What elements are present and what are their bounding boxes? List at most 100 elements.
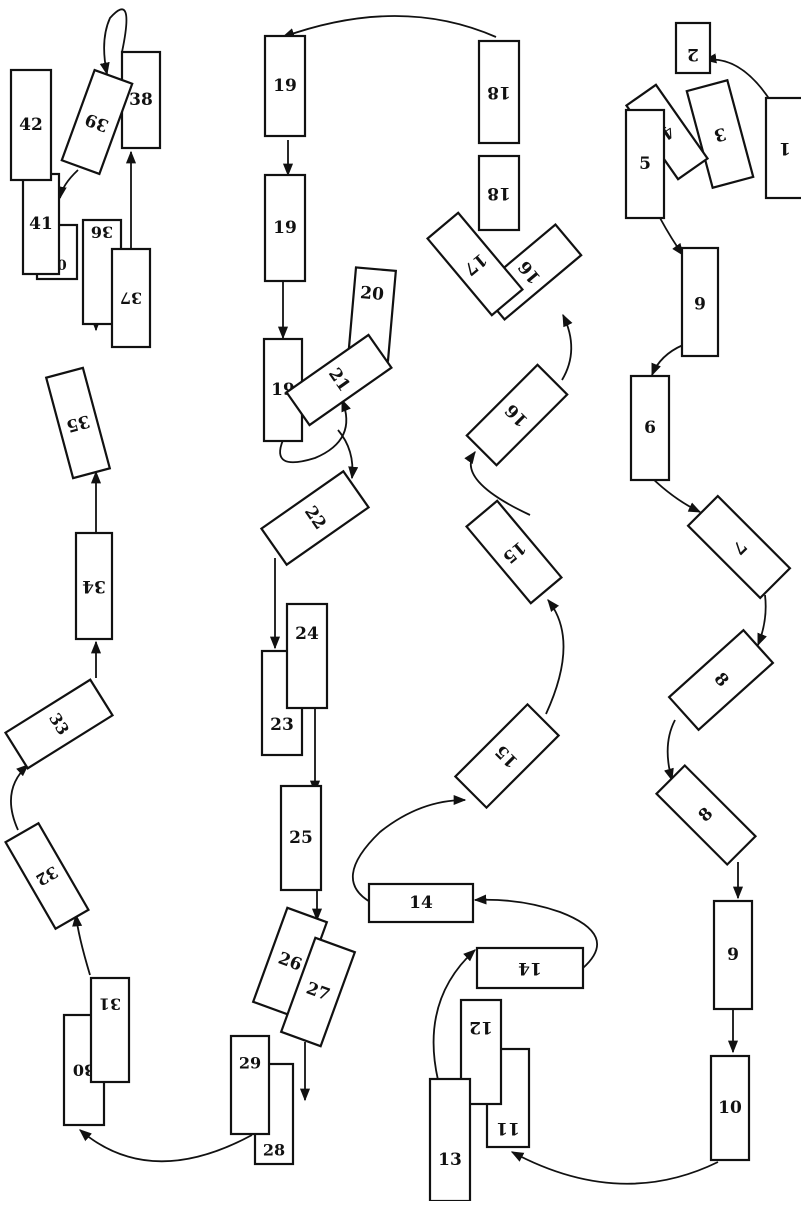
block-rect [285, 602, 329, 710]
block-label: 9 [727, 945, 739, 965]
block-35 [44, 366, 112, 480]
block-label: 5 [639, 154, 651, 174]
block-10 [709, 1054, 751, 1162]
block-label: 30 [73, 1061, 95, 1080]
block-rect [279, 936, 357, 1048]
block-29 [229, 1034, 271, 1136]
block-rect [9, 68, 53, 182]
block-label: 20 [359, 283, 384, 305]
block-rect [44, 366, 112, 480]
block-rect [110, 247, 152, 349]
block-label: 1 [779, 138, 791, 158]
block-6b [629, 374, 671, 482]
connector-arrow [664, 719, 676, 782]
connector-arrow [432, 949, 476, 1081]
block-label: 25 [289, 828, 313, 848]
block-label: 2 [687, 44, 699, 64]
block-rect [259, 469, 371, 567]
block-rect [453, 702, 561, 810]
block-label: 24 [295, 624, 319, 644]
block-label: 42 [19, 115, 43, 135]
connector-arrow [72, 913, 91, 976]
block-rect [764, 96, 801, 200]
block-14b [367, 882, 475, 924]
block-rect [279, 784, 323, 892]
block-label: 34 [82, 576, 106, 596]
connector-arrow [651, 344, 684, 377]
block-rect [709, 1054, 751, 1162]
connector-arrow [56, 169, 79, 200]
block-label: 19 [273, 218, 297, 238]
connector-arrow [79, 1129, 253, 1163]
block-27 [279, 936, 357, 1048]
block-rect [367, 882, 475, 924]
block-8a [667, 628, 775, 732]
block-rect [667, 628, 775, 732]
block-8b [654, 763, 758, 867]
block-42 [9, 68, 53, 182]
block-rect [680, 246, 720, 358]
block-rect [428, 1077, 472, 1203]
block-13 [428, 1077, 472, 1203]
block-25 [279, 784, 323, 892]
connector-arrow [281, 15, 497, 38]
connector-arrow [473, 894, 598, 969]
block-rect [629, 374, 671, 482]
block-label: 19 [273, 76, 297, 96]
connector-arrow [703, 53, 771, 101]
block-24 [285, 602, 329, 710]
block-rect [74, 531, 114, 641]
connector-arrow [464, 450, 531, 516]
block-label: 38 [129, 90, 153, 110]
connector-arrow [545, 599, 565, 715]
block-rect [263, 173, 307, 283]
block-15b [464, 499, 564, 605]
block-38 [120, 50, 162, 150]
block-32 [4, 821, 90, 931]
block-label: 14 [518, 958, 542, 978]
connector-arrow [99, 8, 128, 76]
block-label: 12 [469, 1017, 493, 1037]
block-18b [477, 154, 521, 232]
block-16a [465, 363, 569, 467]
block-rect [624, 108, 666, 220]
connector-arrow [659, 217, 684, 257]
block-19a [263, 34, 307, 138]
block-rect [477, 154, 521, 232]
connector-arrow [279, 398, 351, 464]
block-label: 23 [270, 715, 294, 735]
connector-arrow [561, 313, 573, 381]
block-label: 3 [712, 123, 729, 145]
block-rect [89, 976, 131, 1084]
block-37 [110, 247, 152, 349]
block-rect [285, 333, 393, 427]
block-18a [477, 39, 521, 145]
block-label: 14 [409, 893, 433, 913]
block-label: 36 [91, 223, 113, 242]
block-rect [465, 363, 569, 467]
block-rect [60, 68, 134, 176]
connector-layer [10, 8, 771, 1185]
block-rect [475, 946, 585, 990]
block-rect [686, 494, 792, 600]
block-label: 37 [120, 289, 142, 308]
block-14a [475, 946, 585, 990]
block-rect [120, 50, 162, 150]
block-6a [680, 246, 720, 358]
connector-arrow [337, 429, 359, 480]
connector-arrow [510, 1151, 719, 1185]
block-rect [712, 899, 754, 1011]
block-33 [3, 678, 115, 770]
block-label: 18 [487, 82, 511, 102]
block-1 [764, 96, 801, 200]
block-19b [263, 173, 307, 283]
block-5 [624, 108, 666, 220]
block-15a [453, 702, 561, 810]
block-2 [674, 21, 712, 75]
connector-arrow [351, 794, 467, 904]
block-rect [464, 499, 564, 605]
block-rect [654, 763, 758, 867]
block-17 [425, 211, 525, 317]
block-label: 13 [438, 1150, 462, 1170]
